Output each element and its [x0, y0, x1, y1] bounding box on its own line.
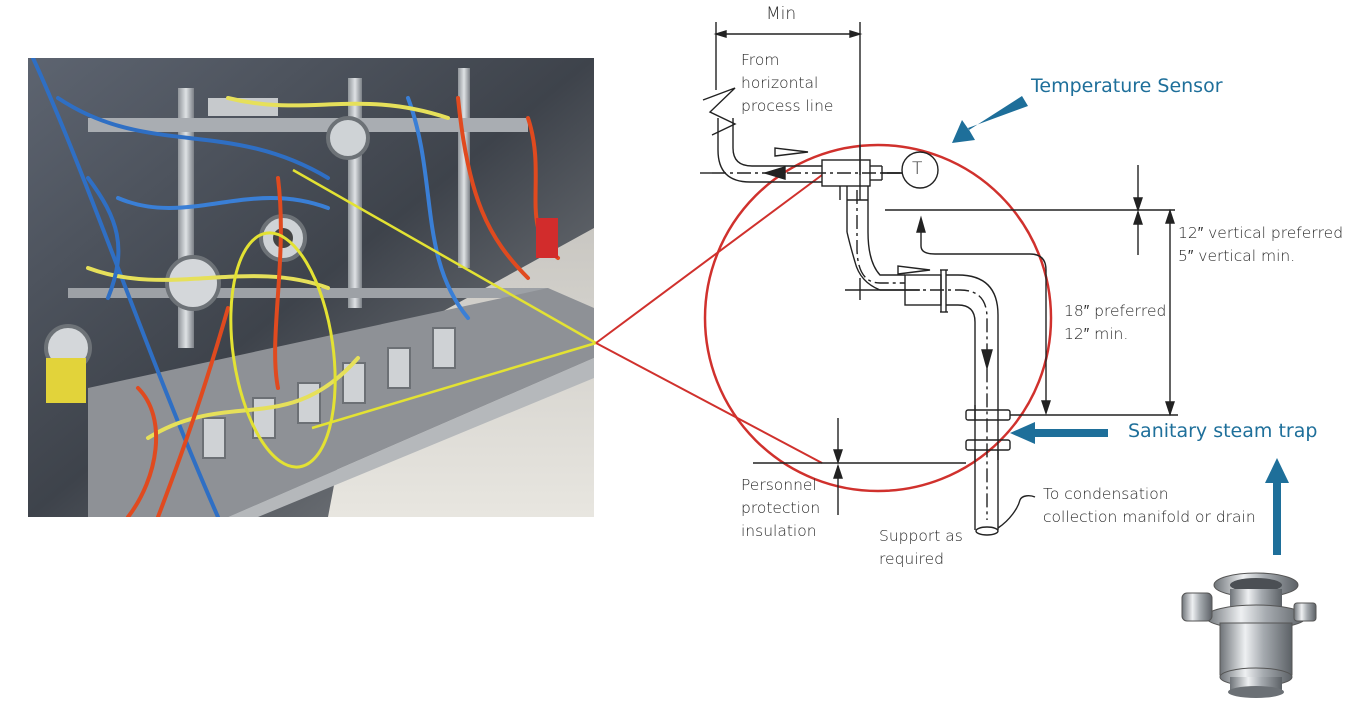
zoom-line-bottom [595, 342, 823, 464]
t-sensor-symbol: T [912, 159, 923, 179]
trap-arrow-shaft [1033, 429, 1108, 437]
highlight-ellipse [229, 231, 337, 469]
trap-arrow-head [1010, 422, 1035, 444]
pipe-schematic [700, 22, 1178, 536]
connector-line-bottom [311, 341, 597, 430]
zoom-line-top [595, 174, 823, 344]
steam-trap-product-image [1181, 572, 1317, 698]
condensation-label: To condensation collection manifold or d… [1043, 485, 1256, 526]
connector-line-top [292, 168, 597, 345]
steam-trap-callout: Sanitary steam trap [1128, 420, 1318, 442]
min-label: Min [766, 4, 797, 24]
personnel-protection-label: Personnel protection insulation [741, 476, 821, 540]
temperature-sensor-callout: Temperature Sensor [1031, 75, 1223, 97]
from-horizontal-label: From horizontal process line [741, 51, 834, 115]
magnify-circle [703, 143, 1053, 493]
vertical-preferred-label: 12″ vertical preferred 5″ vertical min. [1178, 224, 1344, 265]
preferred-18-label: 18″ preferred 12″ min. [1064, 302, 1167, 343]
product-arrow-shaft [1273, 480, 1281, 555]
product-arrow-head [1265, 458, 1289, 483]
support-label: Support as required [879, 527, 963, 568]
